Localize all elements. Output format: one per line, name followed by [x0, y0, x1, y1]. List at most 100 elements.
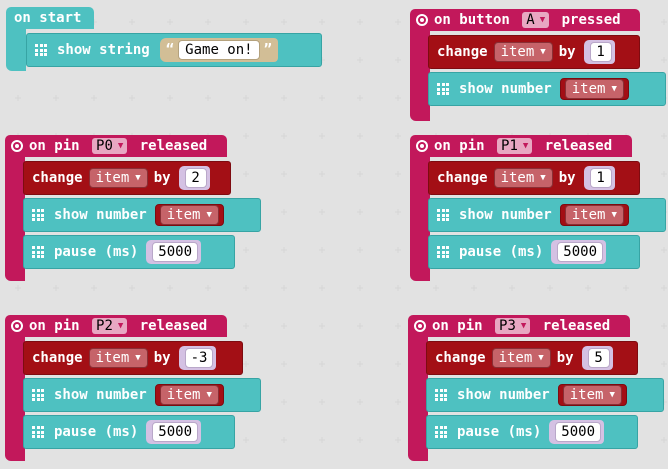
- on-button-prefix: on button: [434, 12, 510, 28]
- show-string-block[interactable]: show string “ Game on! ”: [26, 33, 322, 67]
- change-item-block[interactable]: change item▼ by 5: [426, 341, 638, 375]
- pin-dropdown[interactable]: P1▼: [497, 138, 533, 154]
- number-value[interactable]: 5000: [555, 422, 602, 442]
- on-pin-prefix: on pin: [434, 138, 485, 154]
- variable-reporter[interactable]: item▼: [154, 384, 224, 406]
- pause-block[interactable]: pause (ms) 5000: [23, 235, 235, 269]
- show-number-block[interactable]: show number item▼: [428, 72, 666, 106]
- variable-dropdown[interactable]: item▼: [493, 168, 553, 188]
- on-pin-spine: [5, 157, 25, 281]
- on-pin-spine: [5, 337, 25, 461]
- pause-block[interactable]: pause (ms) 5000: [428, 235, 640, 269]
- grid-cross: [661, 285, 667, 291]
- grid-cross: [319, 285, 325, 291]
- number-input[interactable]: -3: [178, 346, 217, 370]
- grid-cross: [281, 171, 287, 177]
- variable-reporter[interactable]: item▼: [154, 204, 224, 226]
- grid-cross: [357, 19, 363, 25]
- variable-name: item: [95, 170, 130, 186]
- pause-label: pause (ms): [459, 244, 544, 260]
- variable-dropdown[interactable]: item▼: [564, 79, 624, 99]
- grid-cross: [243, 247, 249, 253]
- show-number-label: show number: [459, 81, 552, 97]
- number-input[interactable]: 5000: [551, 240, 607, 264]
- number-value[interactable]: 1: [589, 168, 612, 188]
- grid-cross: [281, 361, 287, 367]
- pin-dropdown[interactable]: P0▼: [92, 138, 128, 154]
- number-value[interactable]: 5: [587, 348, 610, 368]
- button-dropdown[interactable]: A▼: [522, 12, 550, 28]
- grid-cross: [167, 285, 173, 291]
- grid-cross: [281, 209, 287, 215]
- chevron-down-icon: ▼: [611, 210, 617, 220]
- variable-dropdown[interactable]: item▼: [159, 385, 219, 405]
- grid-cross: [357, 437, 363, 443]
- number-value[interactable]: 5000: [152, 422, 199, 442]
- show-number-block[interactable]: show number item▼: [23, 378, 261, 412]
- variable-reporter[interactable]: item▼: [557, 384, 627, 406]
- change-item-block[interactable]: change item▼ by 1: [428, 161, 640, 195]
- change-item-block[interactable]: change item▼ by -3: [23, 341, 243, 375]
- change-label: change: [437, 44, 488, 60]
- number-input[interactable]: 5000: [146, 420, 202, 444]
- led-grid-icon: [35, 44, 47, 56]
- chevron-down-icon: ▼: [135, 173, 141, 183]
- grid-cross: [319, 399, 325, 405]
- grid-cross: [395, 361, 401, 367]
- pin-dropdown-value: P2: [96, 318, 113, 334]
- grid-cross: [319, 247, 325, 253]
- number-input[interactable]: 1: [583, 166, 615, 190]
- grid-cross: [167, 95, 173, 101]
- variable-dropdown[interactable]: item▼: [493, 42, 553, 62]
- number-input[interactable]: 2: [178, 166, 210, 190]
- show-number-block[interactable]: show number item▼: [426, 378, 664, 412]
- number-input[interactable]: 1: [583, 40, 615, 64]
- grid-cross: [281, 323, 287, 329]
- grid-cross: [661, 171, 667, 177]
- led-grid-icon: [435, 389, 447, 401]
- pin-dropdown-value: P1: [501, 138, 518, 154]
- variable-name: item: [571, 207, 606, 223]
- string-value[interactable]: Game on!: [178, 40, 260, 60]
- change-item-block[interactable]: change item▼ by 2: [23, 161, 231, 195]
- number-input[interactable]: 5000: [146, 240, 202, 264]
- pause-block[interactable]: pause (ms) 5000: [426, 415, 638, 449]
- grid-cross: [129, 19, 135, 25]
- variable-dropdown[interactable]: item▼: [491, 348, 551, 368]
- on-pin-prefix: on pin: [432, 318, 483, 334]
- pause-label: pause (ms): [54, 244, 139, 260]
- show-number-label: show number: [457, 387, 550, 403]
- show-number-block[interactable]: show number item▼: [23, 198, 261, 232]
- variable-name: item: [500, 44, 535, 60]
- variable-dropdown[interactable]: item▼: [159, 205, 219, 225]
- number-value[interactable]: -3: [184, 348, 214, 368]
- change-label: change: [437, 170, 488, 186]
- variable-dropdown[interactable]: item▼: [562, 385, 622, 405]
- variable-reporter[interactable]: item▼: [559, 78, 629, 100]
- number-value[interactable]: 5000: [152, 242, 199, 262]
- chevron-down-icon: ▼: [539, 15, 546, 25]
- change-label: change: [32, 350, 83, 366]
- pin-dropdown-value: P0: [96, 138, 113, 154]
- grid-cross: [281, 19, 287, 25]
- variable-dropdown[interactable]: item ▼: [88, 168, 148, 188]
- number-value[interactable]: 1: [589, 42, 612, 62]
- variable-name: item: [498, 350, 533, 366]
- show-number-block[interactable]: show number item▼: [428, 198, 666, 232]
- number-value[interactable]: 5000: [557, 242, 604, 262]
- variable-reporter[interactable]: item ▼: [559, 204, 629, 226]
- variable-dropdown[interactable]: item ▼: [564, 205, 624, 225]
- string-input[interactable]: “ Game on! ”: [159, 38, 279, 62]
- number-input[interactable]: 5000: [549, 420, 605, 444]
- number-value[interactable]: 2: [184, 168, 207, 188]
- variable-dropdown[interactable]: item▼: [88, 348, 148, 368]
- pause-block[interactable]: pause (ms) 5000: [23, 415, 235, 449]
- pin-dropdown[interactable]: P2▼: [92, 318, 128, 334]
- grid-cross: [15, 285, 21, 291]
- change-item-block[interactable]: change item▼ by 1: [428, 35, 640, 69]
- pause-label: pause (ms): [457, 424, 542, 440]
- number-input[interactable]: 5: [581, 346, 613, 370]
- pin-dropdown[interactable]: P3▼: [495, 318, 531, 334]
- grid-cross: [319, 19, 325, 25]
- grid-cross: [91, 285, 97, 291]
